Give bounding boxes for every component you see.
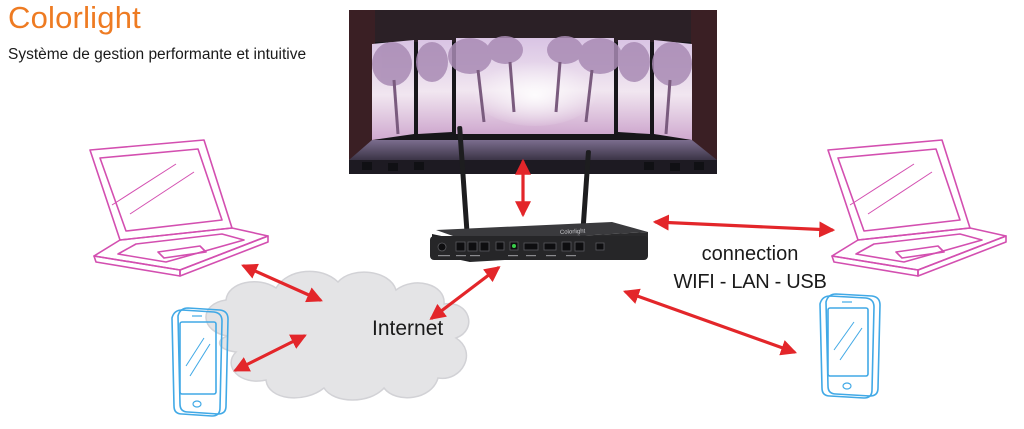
arrow-device-phone [622,288,798,356]
connection-label-line1: connection [701,243,799,265]
laptop-icon [89,139,269,277]
smartphone-icon [819,293,881,399]
led-controller-box-icon: Colorlight [430,126,648,262]
cloud-label: Internet [372,317,444,340]
led-stage-screen-photo [349,10,717,174]
arrow-cloud-device [429,266,501,320]
smartphone-icon [171,307,229,417]
device-brand-mark: Colorlight [560,229,586,236]
laptop-icon [827,139,1007,277]
arrow-device-laptop [652,214,836,238]
page-subtitle: Système de gestion performante et intuit… [8,46,307,63]
connection-label-line2: WIFI - LAN - USB [673,271,827,293]
connection-label: connection WIFI - LAN - USB [660,240,840,296]
device-brand-text: Colorlight [560,229,586,236]
page-title: Colorlight [8,0,141,35]
arrow-phone-cloud [233,334,307,372]
arrow-laptop-cloud [241,263,323,303]
